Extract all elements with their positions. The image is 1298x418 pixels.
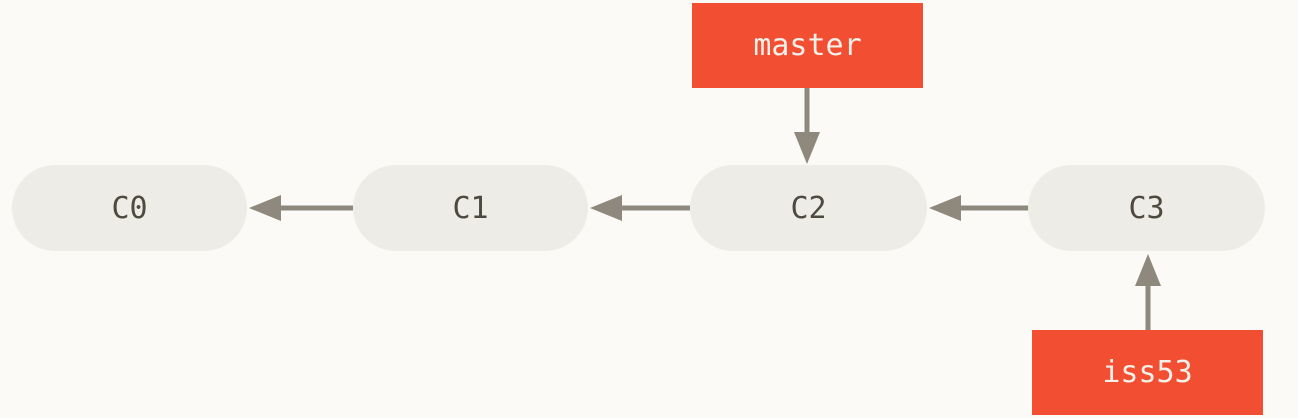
commit-node-c1: C1 xyxy=(353,165,588,251)
arrow-iss53-to-c3 xyxy=(1135,254,1161,330)
arrow-c3-to-c2 xyxy=(929,195,1028,221)
commit-node-c2: C2 xyxy=(690,165,927,251)
commit-node-c3: C3 xyxy=(1028,165,1265,251)
branch-label-iss53: iss53 xyxy=(1032,330,1263,415)
arrow-c2-to-c1 xyxy=(590,195,690,221)
branch-label-iss53-text: iss53 xyxy=(1102,355,1193,390)
commit-node-c1-label: C1 xyxy=(452,190,489,226)
commit-node-c0-label: C0 xyxy=(111,190,148,226)
branch-label-master: master xyxy=(692,3,923,88)
arrow-master-to-c2 xyxy=(794,88,820,164)
commit-node-c2-label: C2 xyxy=(790,190,827,226)
arrow-c1-to-c0 xyxy=(249,195,353,221)
commit-node-c3-label: C3 xyxy=(1128,190,1165,226)
commit-node-c0: C0 xyxy=(12,165,247,251)
branch-label-master-text: master xyxy=(753,28,862,63)
